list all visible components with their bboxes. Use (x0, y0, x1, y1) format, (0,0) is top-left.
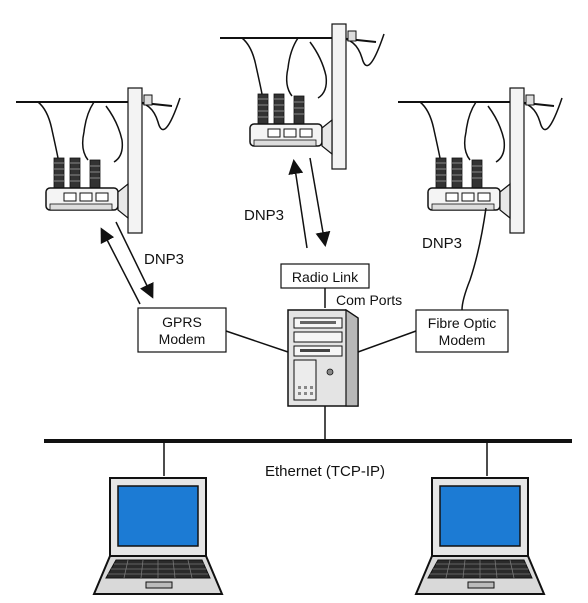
dnp3-label-right: DNP3 (422, 235, 462, 252)
radio-link-box (280, 263, 370, 289)
gprs-modem-box (137, 307, 227, 353)
dnp3-arrows-center (288, 157, 331, 249)
fibre-modem-box (415, 309, 509, 353)
dnp3-arrows-left (100, 221, 154, 305)
recloser-left (15, 87, 181, 234)
dnp3-label-left: DNP3 (144, 251, 184, 268)
dnp3-label-center: DNP3 (244, 207, 284, 224)
gprs-label-line2: Modem (159, 331, 206, 347)
laptop-left (93, 477, 223, 595)
gprs-label-line1: GPRS (162, 314, 202, 330)
laptop-right (415, 477, 545, 595)
com-ports-label: Com Ports (336, 292, 402, 308)
recloser-right (397, 87, 563, 234)
fibre-link (461, 207, 487, 311)
fibre-label-line2: Modem (439, 332, 486, 348)
ethernet-label: Ethernet (TCP-IP) (265, 463, 385, 480)
radio-link-label: Radio Link (292, 269, 359, 285)
server-tower (287, 308, 359, 407)
fibre-label-line1: Fibre Optic (428, 315, 496, 331)
recloser-center (219, 23, 385, 170)
